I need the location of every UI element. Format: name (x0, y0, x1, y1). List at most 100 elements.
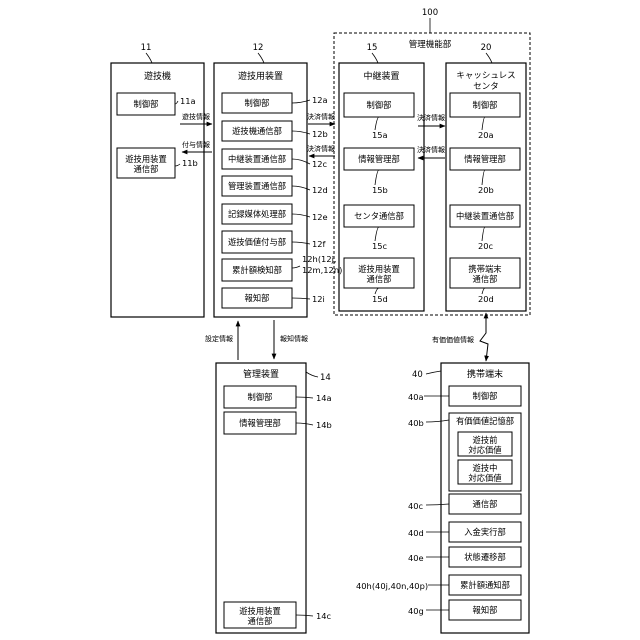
management-device-title: 管理装置 (243, 368, 279, 380)
unit-ref-line1: 40e (408, 553, 424, 563)
game-machine-block: 遊技機 11 (111, 43, 204, 317)
settlement-label-2: 決済情報 (307, 144, 335, 153)
unit-label: 管理装置通信部 (228, 181, 286, 191)
unit-ref-line1: 11b (182, 158, 198, 168)
unit-label-line2: 通信部 (367, 274, 392, 284)
unit-label: 制御部 (248, 392, 273, 402)
unit-ref-line1: 15c (372, 241, 388, 251)
mobile-unit-40c: 通信部 40c (408, 494, 521, 514)
management-function-title: 管理機能部 (409, 39, 452, 50)
game-device-unit-12a: 制御部 12a (222, 93, 328, 113)
unit-label: 累計額検知部 (232, 265, 282, 275)
unit-label: 中継装置通信部 (228, 154, 286, 164)
game-device-unit-12f: 遊技価値付与部 12f (222, 231, 327, 253)
settlement-label-1: 決済情報 (307, 112, 335, 121)
management-device-unit-14b: 情報管理部 14b (224, 412, 332, 434)
unit-label-line2: 対応価値 (468, 445, 501, 455)
management-device-ref: 14 (320, 373, 331, 383)
relay-device-title: 中継装置 (363, 70, 399, 82)
unit-ref-line1: 11a (180, 96, 196, 106)
unit-label: 制御部 (473, 100, 498, 110)
unit-label: 遊技機通信部 (232, 126, 282, 136)
unit-label-line1: 遊技中 (473, 463, 498, 473)
unit-label: 通信部 (473, 499, 498, 509)
unit-label: 制御部 (245, 98, 270, 108)
game-machine-title: 遊技機 (144, 70, 171, 82)
unit-label-line2: 通信部 (134, 164, 159, 174)
game-info-label: 遊技情報 (182, 112, 210, 121)
unit-label: 有価価値記憶部 (456, 416, 514, 426)
mobile-unit-sub2: 遊技前対応価値 (458, 432, 512, 456)
settlement-label-3: 決済情報 (417, 113, 445, 122)
mobile-terminal-title: 携帯端末 (467, 368, 503, 380)
notify-info-label: 報知情報 (280, 334, 308, 343)
unit-ref-line1: 12h(12j, (302, 254, 337, 264)
unit-ref-line1: 12a (312, 95, 328, 105)
unit-label: 制御部 (473, 391, 498, 401)
unit-label-line2: 通信部 (248, 616, 273, 626)
settings-info-label: 設定情報 (205, 334, 233, 343)
mobile-terminal-ref: 40 (412, 370, 423, 380)
unit-ref-line1: 14a (316, 393, 332, 403)
unit-label-line1: 携帯端末 (468, 264, 502, 274)
unit-ref-line1: 14b (316, 420, 332, 430)
game-device-unit-12d: 管理装置通信部 12d (222, 176, 328, 196)
unit-label: 制御部 (134, 99, 159, 109)
game-device-unit-12e: 記録媒体処理部 12e (222, 204, 328, 224)
unit-ref-line1: 20d (478, 294, 494, 304)
unit-label: センタ通信部 (354, 211, 404, 221)
unit-ref-line1: 20a (478, 130, 494, 140)
unit-label: 報知部 (473, 605, 498, 615)
game-device-unit-12i: 報知部 12i (222, 288, 325, 308)
valuable-info-label: 有価価値情報 (432, 335, 474, 344)
game-machine-ref: 11 (141, 43, 152, 53)
management-function-ref: 100 (422, 8, 438, 18)
unit-ref-line1: 12c (312, 159, 328, 169)
unit-label: 報知部 (245, 293, 270, 303)
unit-label: 中継装置通信部 (456, 211, 514, 221)
unit-label-line1: 遊技用装置 (239, 606, 281, 616)
unit-ref-line1: 12f (312, 239, 327, 249)
unit-label-line2: 対応価値 (468, 473, 501, 483)
unit-label-line1: 遊技用装置 (358, 264, 400, 274)
game-device-title: 遊技用装置 (238, 70, 283, 82)
mobile-unit-sub3: 遊技中対応価値 (458, 460, 512, 484)
unit-label-line1: 遊技用装置 (125, 154, 167, 164)
mobile-unit-40d: 入金実行部 40d (408, 522, 521, 542)
unit-label: 入金実行部 (464, 527, 506, 537)
unit-ref-line1: 40a (408, 392, 424, 402)
mobile-unit-40h40j40n40p: 累計額通知部40h(40j,40n,40p) (356, 575, 521, 595)
unit-label: 情報管理部 (464, 154, 506, 164)
mobile-unit-40g: 報知部 40g (408, 600, 521, 620)
cashless-center-title-line1: キャッシュレス (456, 71, 515, 81)
unit-label: 遊技価値付与部 (228, 237, 286, 247)
settlement-label-4: 決済情報 (417, 145, 445, 154)
unit-ref-line1: 15b (372, 185, 388, 195)
unit-ref-line1: 14c (316, 611, 332, 621)
unit-ref-line1: 12d (312, 185, 328, 195)
game-device-ref: 12 (253, 43, 264, 53)
cashless-center-title-line2: センタ (473, 82, 499, 92)
unit-ref-line2: 12m,12n) (302, 265, 342, 275)
unit-ref-line1: 20b (478, 185, 494, 195)
unit-label: 制御部 (367, 100, 392, 110)
unit-label-line1: 遊技前 (473, 435, 498, 445)
unit-ref-line1: 40c (408, 501, 424, 511)
unit-ref-line1: 12b (312, 129, 328, 139)
unit-ref-line1: 40g (408, 606, 424, 616)
mobile-unit-40a: 制御部 40a (408, 386, 521, 406)
unit-label: 記録媒体処理部 (228, 209, 286, 219)
management-device-unit-14a: 制御部 14a (224, 386, 332, 408)
unit-ref-line1: 40d (408, 528, 424, 538)
management-device-unit-14c: 遊技用装置通信部 14c (224, 602, 332, 628)
unit-ref-line1: 20c (478, 241, 494, 251)
mobile-unit-40e: 状態遷移部40e (408, 547, 521, 567)
unit-ref-line1: 15a (372, 130, 388, 140)
grant-info-label: 付与情報 (182, 140, 210, 149)
unit-ref-line1: 12e (312, 212, 328, 222)
unit-label: 情報管理部 (239, 418, 281, 428)
unit-ref-line1: 12i (312, 294, 325, 304)
unit-ref-line1: 40b (408, 418, 424, 428)
relay-device-ref: 15 (367, 43, 378, 53)
